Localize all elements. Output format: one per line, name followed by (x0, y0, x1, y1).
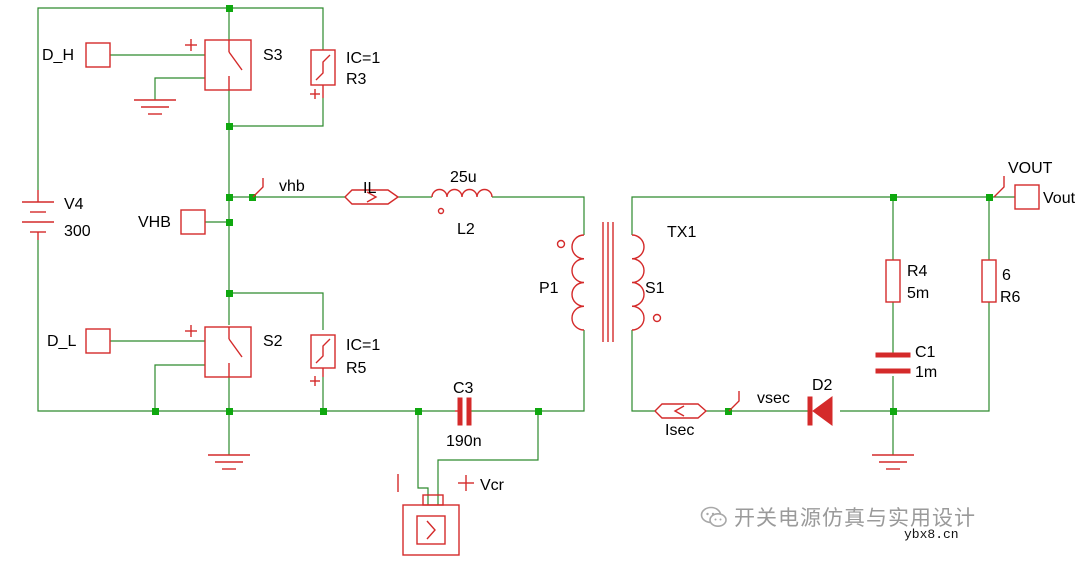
nodes (152, 5, 993, 415)
label-l2: L2 (457, 221, 475, 238)
node (320, 408, 327, 415)
vsec-probe-icon (728, 391, 740, 412)
label-c1-value: 1m (915, 364, 937, 381)
label-s2: S2 (263, 333, 283, 350)
wire-r5-top (229, 292, 324, 330)
label-vhb-box: VHB (138, 214, 171, 231)
wire-r3-bottom (229, 98, 324, 127)
wire-v4-bottom (37, 240, 455, 412)
dl-input-box[interactable] (85, 328, 111, 354)
label-c3-value: 190n (446, 433, 482, 450)
node (226, 194, 233, 201)
label-p1: P1 (539, 280, 559, 297)
label-d2: D2 (812, 377, 833, 394)
node (890, 408, 897, 415)
label-d-h: D_H (42, 47, 74, 64)
current-probe-il[interactable] (344, 189, 400, 205)
label-r6: R6 (1000, 289, 1021, 306)
vout-probe-icon (993, 176, 1005, 198)
node (535, 408, 542, 415)
dh-input-box[interactable] (85, 42, 111, 68)
capacitor-c1[interactable] (875, 352, 911, 374)
ground-s3 (134, 99, 176, 115)
capacitor-c3[interactable] (455, 397, 472, 426)
resistor-r4[interactable] (885, 259, 901, 303)
wire-s3-ref (154, 77, 205, 100)
label-c3: C3 (453, 380, 474, 397)
label-c1: C1 (915, 344, 936, 361)
watermark: 开关电源仿真与实用设计 (700, 500, 976, 534)
wechat-icon (700, 506, 727, 527)
wire-s2-ref (154, 364, 205, 411)
label-r3: R3 (346, 71, 367, 88)
wire-s1-top (631, 196, 1015, 235)
ground-secondary (872, 454, 914, 470)
switch-s2[interactable] (185, 325, 252, 378)
label-l2-value: 25u (450, 169, 477, 186)
wire-top-rail (37, 7, 324, 190)
diode-d2[interactable] (807, 396, 833, 426)
label-s3: S3 (263, 47, 283, 64)
wire-vcr-a (417, 411, 429, 505)
label-il: IL (363, 180, 376, 197)
node (986, 194, 993, 201)
transformer-tx1[interactable] (556, 222, 662, 342)
wire-d2-out (840, 302, 990, 412)
label-ic-r3: IC=1 (346, 50, 380, 67)
label-tx1: TX1 (667, 224, 696, 241)
voltage-source-v4[interactable] (22, 190, 54, 240)
vhb-output-box[interactable] (180, 209, 206, 235)
wire-l2-p1 (492, 196, 585, 235)
label-v4: V4 (64, 196, 84, 213)
wire-vcr-b (437, 411, 539, 505)
label-v4-value: 300 (64, 223, 91, 240)
label-vout-probe: VOUT (1008, 160, 1053, 177)
node (890, 194, 897, 201)
label-vcr: Vcr (480, 477, 505, 494)
resistor-r6[interactable] (981, 259, 997, 303)
node (226, 123, 233, 130)
node (415, 408, 422, 415)
label-vhb-probe: vhb (279, 178, 305, 195)
label-s1: S1 (645, 280, 665, 297)
node (226, 408, 233, 415)
wires (37, 7, 1015, 505)
resistor-r3[interactable] (310, 49, 336, 99)
vhb-probe-icon (252, 178, 264, 198)
ground-main (208, 454, 250, 470)
label-r4: R4 (907, 263, 928, 280)
wire-s1-bottom (631, 330, 655, 412)
resistor-r5[interactable] (310, 334, 336, 386)
label-r6-value: 6 (1002, 267, 1011, 284)
switch-s3[interactable] (185, 39, 252, 91)
vout-output-box[interactable] (1014, 184, 1040, 210)
node (226, 5, 233, 12)
labels: D_H S3 IC=1 R3 V4 300 VHB vhb IL 25u L2 … (42, 47, 1076, 494)
label-ic-r5: IC=1 (346, 337, 380, 354)
node (725, 408, 732, 415)
label-vsec: vsec (757, 390, 790, 407)
label-d-l: D_L (47, 333, 76, 350)
label-r4-value: 5m (907, 285, 929, 302)
node (226, 219, 233, 226)
label-r5: R5 (346, 360, 367, 377)
label-vout-box: Vout (1043, 190, 1076, 207)
node (226, 290, 233, 297)
inductor-l2[interactable] (431, 188, 493, 215)
current-probe-isec[interactable] (654, 403, 708, 419)
voltage-probe-vcr[interactable] (397, 474, 474, 556)
label-isec: Isec (665, 422, 694, 439)
watermark-text: 开关电源仿真与实用设计 (734, 506, 976, 530)
watermark-site: ybx8.cn (900, 527, 963, 542)
wire-c3-right (470, 330, 585, 412)
node (152, 408, 159, 415)
node (249, 194, 256, 201)
